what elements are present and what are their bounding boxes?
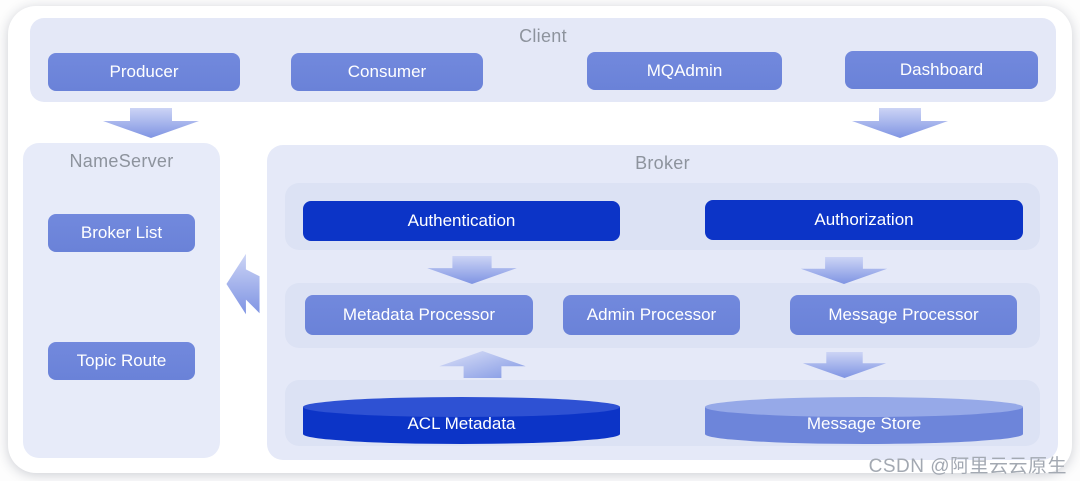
node-mqadmin: MQAdmin bbox=[587, 52, 782, 90]
node-admin-processor: Admin Processor bbox=[563, 295, 740, 335]
node-acl-metadata-label: ACL Metadata bbox=[407, 414, 516, 433]
node-topic-route: Topic Route bbox=[48, 342, 195, 380]
nameserver-panel: NameServer Broker List Topic Route bbox=[23, 143, 220, 458]
down-arrow-icon bbox=[103, 108, 199, 138]
node-authorization: Authorization bbox=[705, 200, 1023, 240]
up-arrow-icon bbox=[439, 351, 526, 378]
down-arrow-icon bbox=[427, 256, 517, 284]
cylinder-icon bbox=[303, 397, 620, 444]
node-broker-list: Broker List bbox=[48, 214, 195, 252]
nameserver-panel-title: NameServer bbox=[69, 151, 174, 171]
down-arrow-icon bbox=[852, 108, 948, 138]
node-message-processor: Message Processor bbox=[790, 295, 1017, 335]
node-dashboard: Dashboard bbox=[845, 51, 1038, 89]
cylinder-icon bbox=[705, 397, 1023, 444]
down-arrow-icon bbox=[800, 257, 888, 284]
broker-panel-title: Broker bbox=[635, 153, 690, 173]
node-producer: Producer bbox=[48, 53, 240, 91]
broker-panel: Broker Authentication Authorization Meta… bbox=[267, 145, 1058, 460]
client-panel-title: Client bbox=[519, 26, 567, 46]
csdn-watermark: CSDN @阿里云云原生 bbox=[868, 456, 1067, 477]
node-consumer: Consumer bbox=[291, 53, 483, 91]
node-message-store: Message Store bbox=[705, 397, 1023, 445]
node-metadata-processor: Metadata Processor bbox=[305, 295, 533, 335]
node-message-store-label: Message Store bbox=[806, 414, 922, 433]
down-arrow-icon bbox=[802, 352, 887, 378]
left-arrow-icon bbox=[226, 253, 260, 315]
node-acl-metadata: ACL Metadata bbox=[303, 397, 620, 445]
node-authentication: Authentication bbox=[303, 201, 620, 241]
